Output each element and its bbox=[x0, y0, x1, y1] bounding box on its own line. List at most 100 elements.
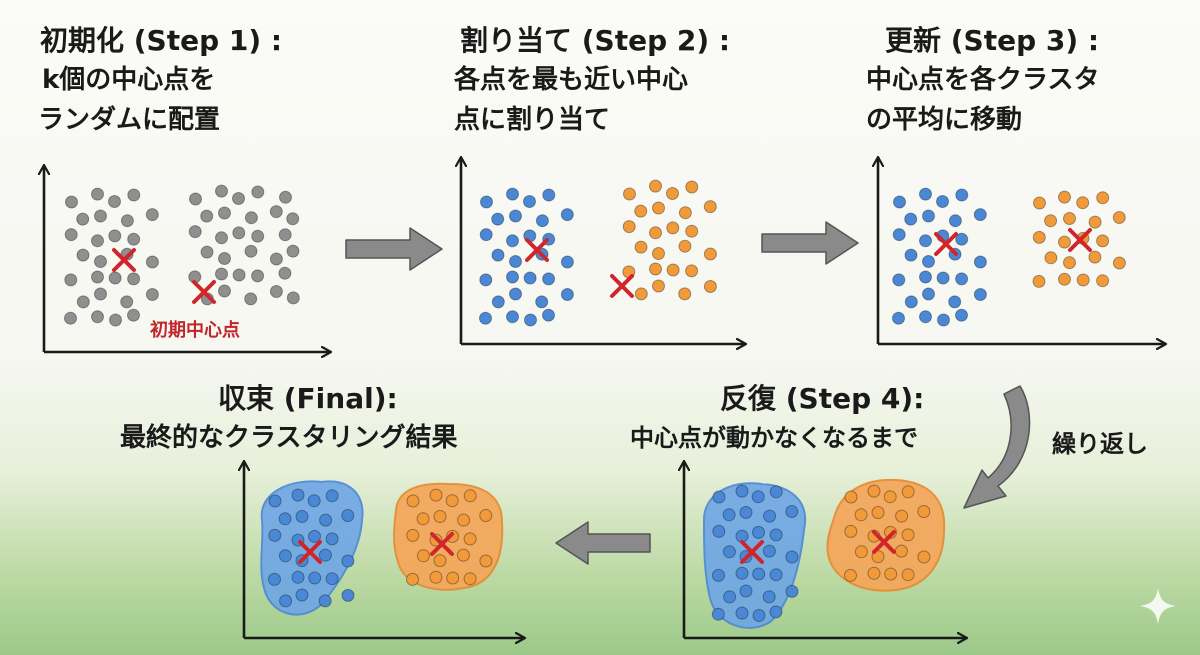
final-orange-point bbox=[463, 532, 477, 546]
final-orange-point bbox=[429, 570, 443, 584]
step1-gray-point bbox=[127, 308, 140, 322]
step3-orange-point bbox=[1032, 274, 1046, 288]
final-line1: 最終的なクラスタリング結果 bbox=[120, 423, 458, 453]
step3-blue-point bbox=[955, 232, 969, 246]
step3-blue-point bbox=[922, 209, 935, 223]
final-blue-point bbox=[318, 548, 332, 562]
final-blue-point bbox=[278, 549, 292, 563]
step2-blue-point bbox=[523, 195, 536, 208]
step2-blue-point bbox=[479, 311, 492, 325]
step2-orange-point bbox=[634, 240, 648, 254]
step3-blue-point bbox=[919, 310, 932, 324]
step1-gray-point bbox=[244, 211, 258, 225]
step2-blue-point bbox=[480, 195, 493, 209]
step2-blue-point bbox=[542, 308, 555, 322]
step4-blue-point bbox=[785, 584, 799, 598]
step4-centroid-x-mark bbox=[872, 530, 896, 554]
step3-orange-point bbox=[1032, 230, 1046, 244]
step4-blue-point bbox=[769, 605, 783, 619]
final-orange-point bbox=[457, 513, 471, 527]
step1-gray-point bbox=[108, 229, 122, 243]
final-blue-point bbox=[308, 529, 321, 543]
step1-gray-point bbox=[218, 252, 231, 265]
step2-orange-point bbox=[634, 204, 648, 218]
step4-blue-point bbox=[712, 568, 725, 582]
step2-orange-point bbox=[666, 187, 679, 200]
step4-blue-point bbox=[723, 590, 737, 604]
final-blue-point bbox=[307, 494, 321, 508]
step1-gray-point bbox=[218, 284, 231, 298]
step1-line2: ランダムに配置 bbox=[38, 105, 221, 135]
step3-orange-point bbox=[1096, 234, 1110, 248]
centroid-marks-layer bbox=[112, 228, 1092, 564]
step4-blue-point bbox=[762, 590, 776, 604]
final-orange-point bbox=[463, 572, 477, 586]
final-blue-point bbox=[295, 588, 309, 602]
step3-blue-point bbox=[948, 295, 962, 309]
step3-blue-point bbox=[919, 234, 932, 248]
step2-blue-point bbox=[560, 255, 574, 269]
step3-orange-point bbox=[1076, 196, 1090, 210]
step4-blue-point bbox=[739, 506, 753, 519]
step3-orange-point bbox=[1044, 251, 1058, 265]
step3-blue-point bbox=[919, 187, 932, 201]
step2-orange-point bbox=[652, 279, 665, 293]
step1-gray-point bbox=[244, 244, 258, 258]
step4-orange-point bbox=[883, 490, 897, 504]
step4-blue-point bbox=[763, 509, 777, 523]
step1-gray-point bbox=[218, 206, 231, 220]
final-orange-point bbox=[433, 554, 447, 568]
step4-blue-point bbox=[739, 584, 753, 598]
step4-blue-point bbox=[735, 484, 749, 498]
step1-gray-point bbox=[215, 184, 228, 198]
final-blue-point bbox=[268, 528, 282, 542]
final-blue-point bbox=[341, 588, 355, 602]
final-centroid-x-mark bbox=[430, 532, 454, 556]
step1-gray-point bbox=[215, 231, 228, 245]
step2-centroid-x-mark bbox=[525, 238, 549, 262]
step1-gray-point bbox=[215, 267, 228, 281]
step4-blue-point bbox=[762, 544, 776, 558]
step4-blue-point bbox=[722, 545, 736, 559]
step3-blue-point bbox=[904, 248, 918, 262]
final-blue-point bbox=[291, 570, 305, 584]
step1-gray-point bbox=[120, 295, 134, 309]
final-orange-point bbox=[456, 548, 470, 562]
step1-gray-point bbox=[232, 268, 246, 282]
final-orange-point bbox=[406, 494, 420, 508]
step4-orange-point bbox=[884, 525, 897, 539]
step4-line1: 中心点が動かなくなるまで bbox=[630, 424, 918, 452]
step1-gray-point bbox=[94, 209, 107, 223]
step2-orange-point bbox=[678, 239, 692, 253]
step2-orange-point bbox=[703, 200, 717, 214]
step3-blue-point bbox=[892, 228, 906, 242]
final-blue-point bbox=[325, 489, 339, 503]
step2-blue-point bbox=[491, 248, 505, 262]
final-blue-point bbox=[325, 532, 339, 546]
step2-blue-point bbox=[479, 228, 493, 242]
step4-blue-point bbox=[735, 606, 749, 620]
step1-gray-point bbox=[94, 255, 107, 268]
step2-line1: 各点を最も近い中心 bbox=[454, 65, 689, 95]
step4-blue-point bbox=[785, 550, 799, 564]
step2-orange-point bbox=[666, 221, 680, 235]
step1-gray-point bbox=[189, 192, 202, 206]
step4-orange-point bbox=[917, 550, 931, 564]
step3-title: 更新 (Step 3) : bbox=[885, 24, 1100, 57]
final-blue-point bbox=[295, 510, 309, 523]
step2-orange-point bbox=[622, 220, 636, 234]
final-orange-point bbox=[416, 512, 430, 526]
step3-orange-point bbox=[1112, 256, 1126, 270]
final-blue-point bbox=[325, 572, 339, 586]
step3-orange-point bbox=[1044, 214, 1058, 228]
step2-orange-point bbox=[652, 201, 665, 215]
step2-blue-point bbox=[524, 313, 537, 327]
final-blue-point bbox=[341, 509, 355, 522]
step3-blue-point bbox=[919, 270, 932, 284]
step1-gray-point bbox=[188, 225, 202, 239]
step2-orange-point bbox=[623, 187, 636, 201]
step4-orange-point bbox=[871, 506, 885, 519]
final-orange-point bbox=[433, 510, 447, 523]
repeat-label: 繰り返し bbox=[1052, 430, 1148, 458]
